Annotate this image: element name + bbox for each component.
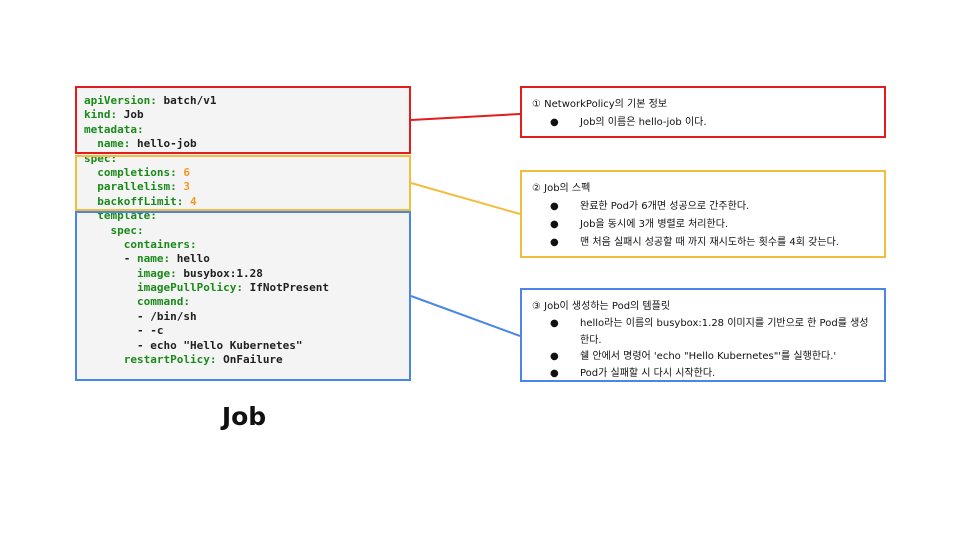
list-item: ● 맨 처음 실패시 성공할 때 까지 재시도하는 횟수를 4회 갖는다. bbox=[532, 234, 874, 252]
list-item: ● 쉘 안에서 명령어 'echo "Hello Kubernetes"'를 실행… bbox=[532, 349, 874, 366]
yaml-key: restartPolicy: bbox=[84, 353, 224, 367]
note-title: ② Job의 스펙 bbox=[532, 183, 591, 194]
list-item-text: 맨 처음 실패시 성공할 때 까지 재시도하는 횟수를 4회 갖는다. bbox=[580, 237, 839, 248]
yaml-key: kind: bbox=[84, 108, 124, 122]
yaml-number: 4 bbox=[189, 194, 197, 208]
list-item: ● 완료한 Pod가 6개면 성공으로 간주한다. bbox=[532, 198, 874, 216]
connector-red bbox=[410, 113, 521, 121]
code-line: - name: hello bbox=[84, 252, 329, 266]
code-line: command: bbox=[84, 295, 329, 309]
yaml-value: hello-job bbox=[136, 137, 197, 151]
code-panel bbox=[75, 86, 411, 381]
bullet-icon: ● bbox=[550, 318, 559, 329]
list-item: ● Job을 동시에 3개 병렬로 처리한다. bbox=[532, 216, 874, 234]
yaml-key: completions: bbox=[84, 165, 184, 179]
code-line: spec: bbox=[84, 224, 329, 238]
note-title: ① NetworkPolicy의 기본 정보 bbox=[532, 99, 668, 110]
yaml-number: 6 bbox=[183, 165, 190, 179]
yaml-key: name: bbox=[84, 137, 137, 151]
code-line: metadata: bbox=[84, 123, 329, 137]
code-line: parallelism: 3 bbox=[84, 180, 329, 194]
list-item-text: hello라는 이름의 busybox:1.28 이미지를 기반으로 한 Pod… bbox=[580, 318, 869, 346]
note-template: ③ Job이 생성하는 Pod의 템플릿 ● hello라는 이름의 busybo… bbox=[520, 288, 886, 382]
yaml-value: Job bbox=[123, 108, 144, 122]
bullet-icon: ● bbox=[550, 201, 559, 212]
metadata-section-frame bbox=[75, 86, 411, 154]
code-line: name: hello-job bbox=[84, 137, 329, 151]
code-line: containers: bbox=[84, 238, 329, 252]
yaml-key: command: bbox=[84, 295, 190, 309]
bullet-icon: ● bbox=[550, 117, 559, 128]
yaml-key: apiVersion: bbox=[84, 94, 164, 107]
note-title: ③ Job이 생성하는 Pod의 템플릿 bbox=[532, 301, 671, 312]
yaml-value: batch/v1 bbox=[163, 94, 217, 107]
yaml-value: IfNotPresent bbox=[249, 281, 330, 295]
list-item-text: Job의 이름은 hello-job 이다. bbox=[580, 117, 707, 128]
yaml-key: backoffLimit: bbox=[84, 194, 190, 208]
yaml-value: OnFailure bbox=[223, 353, 283, 367]
bullet-icon: ● bbox=[550, 351, 559, 362]
list-item-text: 쉘 안에서 명령어 'echo "Hello Kubernetes"'를 실행한… bbox=[580, 351, 837, 362]
yaml-key: spec: bbox=[84, 151, 118, 165]
yaml-key: containers: bbox=[84, 237, 197, 251]
bullet-icon: ● bbox=[550, 367, 559, 379]
yaml-value: - echo "Hello Kubernetes" bbox=[84, 338, 303, 352]
code-line: imagePullPolicy: IfNotPresent bbox=[84, 281, 329, 295]
code-line: completions: 6 bbox=[84, 166, 329, 180]
code-line: apiVersion: batch/v1 bbox=[84, 94, 329, 108]
code-line: image: busybox:1.28 bbox=[84, 267, 329, 281]
yaml-value: - bbox=[84, 252, 137, 266]
code-line: spec: bbox=[84, 152, 329, 166]
spec-section-frame bbox=[75, 155, 411, 211]
list-item: ● Pod가 실패할 시 다시 시작한다. bbox=[532, 366, 874, 383]
yaml-key: imagePullPolicy: bbox=[84, 281, 250, 295]
code-line: - echo "Hello Kubernetes" bbox=[84, 339, 329, 353]
yaml-key: metadata: bbox=[84, 122, 144, 136]
list-item-text: 완료한 Pod가 6개면 성공으로 간주한다. bbox=[580, 201, 750, 212]
list-item-text: Pod가 실패할 시 다시 시작한다. bbox=[580, 367, 716, 379]
yaml-key: name: bbox=[136, 252, 177, 266]
diagram-caption: Job bbox=[221, 402, 267, 431]
connector-yellow bbox=[410, 182, 521, 215]
code-line: backoffLimit: 4 bbox=[84, 195, 329, 209]
yaml-key: image: bbox=[84, 266, 184, 280]
yaml-number: 3 bbox=[183, 180, 190, 194]
template-section-frame bbox=[75, 211, 411, 381]
bullet-icon: ● bbox=[550, 219, 559, 230]
code-line: - /bin/sh bbox=[84, 310, 329, 324]
code-line: kind: Job bbox=[84, 108, 329, 122]
note-metadata: ① NetworkPolicy의 기본 정보 ● Job의 이름은 hello-j… bbox=[520, 86, 886, 138]
list-item: ● hello라는 이름의 busybox:1.28 이미지를 기반으로 한 Po… bbox=[532, 316, 874, 349]
yaml-value: hello bbox=[176, 252, 210, 266]
list-item: ● Job의 이름은 hello-job 이다. bbox=[532, 114, 874, 132]
yaml-value: - -c bbox=[84, 324, 164, 338]
yaml-value: - /bin/sh bbox=[84, 309, 197, 323]
yaml-value: busybox:1.28 bbox=[183, 266, 263, 280]
code-line: restartPolicy: OnFailure bbox=[84, 353, 329, 367]
yaml-key: spec: bbox=[84, 223, 144, 237]
yaml-key: parallelism: bbox=[84, 180, 184, 194]
note-spec: ② Job의 스펙 ● 완료한 Pod가 6개면 성공으로 간주한다. ● Job을… bbox=[520, 170, 886, 258]
bullet-icon: ● bbox=[550, 237, 559, 248]
connector-blue bbox=[410, 295, 521, 337]
list-item-text: Job을 동시에 3개 병렬로 처리한다. bbox=[580, 219, 729, 230]
code-line: - -c bbox=[84, 324, 329, 338]
